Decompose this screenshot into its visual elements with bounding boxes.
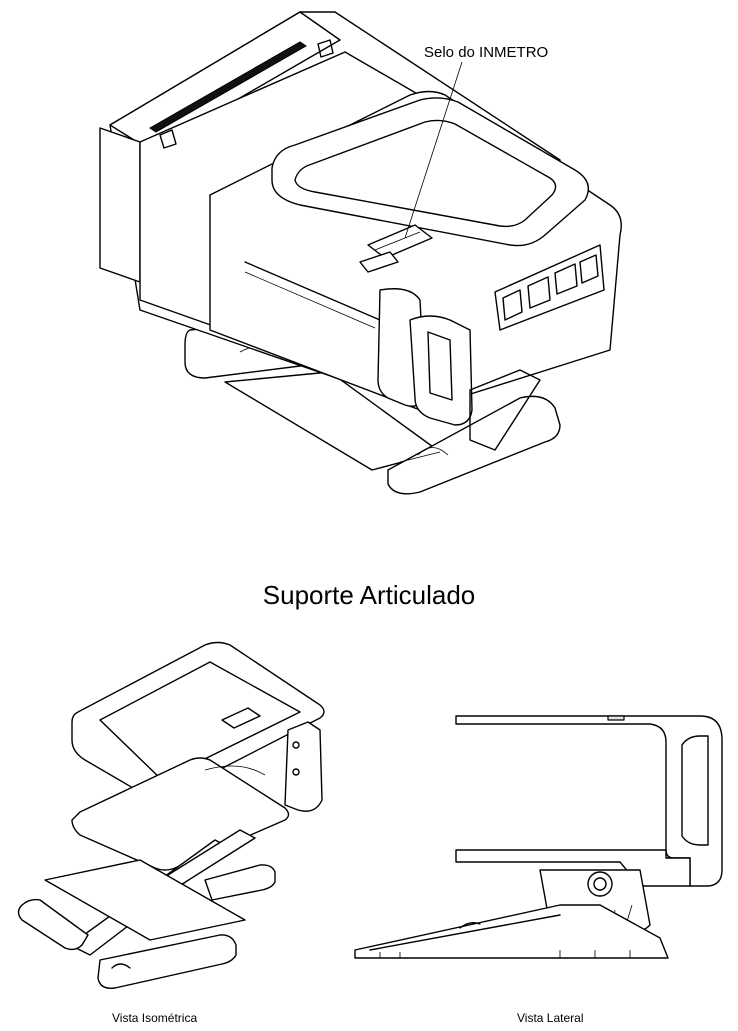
side-ratchet-body [539, 869, 651, 936]
isometric-view-caption: Vista Isométrica [112, 1011, 198, 1025]
stand-foot-right [387, 395, 561, 495]
iso-top-tray [71, 641, 325, 799]
seal-leader-line [404, 61, 463, 239]
paper-slot [149, 41, 307, 133]
inmetro-seal-label: Selo do INMETRO [424, 44, 549, 61]
printer-isometric-drawing [99, 11, 622, 495]
printer-handle [271, 97, 589, 247]
iso-side-bracket [284, 721, 323, 812]
iso-leg-rear [119, 829, 256, 913]
section-title: Suporte Articulado [262, 580, 476, 610]
iso-foot-right [97, 934, 237, 989]
printer-front-panel [99, 127, 141, 283]
side-base-wedge [354, 904, 669, 959]
side-view-caption: Vista Lateral [517, 1011, 584, 1025]
side-top-arm [455, 715, 723, 887]
iso-foot-plate [44, 859, 246, 941]
iso-foot-left [17, 898, 89, 951]
side-bottom-arm [455, 849, 691, 887]
iso-leg-front [69, 839, 231, 956]
iso-middle-plate [71, 757, 290, 871]
stand-bracket [409, 315, 473, 426]
side-pivot-nut [587, 871, 613, 897]
